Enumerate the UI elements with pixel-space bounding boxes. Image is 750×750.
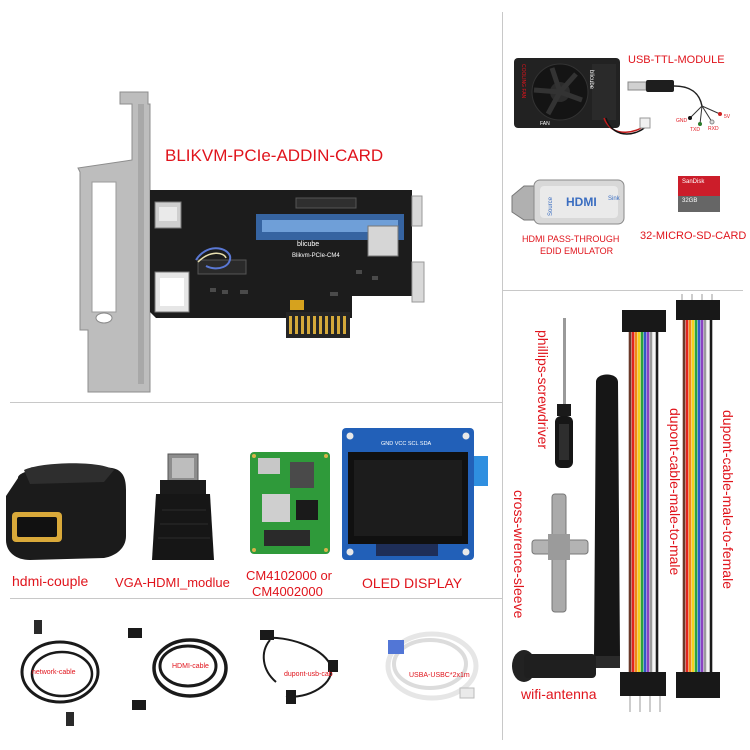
board-model-text: Blikvm-PCIe-CM4 bbox=[292, 253, 340, 259]
dupont-usb-cable-label: dupont-usb-cab bbox=[284, 671, 333, 678]
board-brand-text: blicube bbox=[297, 241, 320, 248]
hdmi-emulator-label-2: EDID EMULATOR bbox=[540, 246, 614, 256]
usb-ttl-pin-rxd: RXD bbox=[708, 126, 719, 132]
hdmi-emulator-right: Sink bbox=[608, 196, 620, 202]
wifi-antenna-label: wifi-antenna bbox=[521, 686, 597, 702]
usb-ttl-label: USB-TTL-MODULE bbox=[628, 54, 725, 66]
sd-card-capacity: 32GB bbox=[682, 198, 698, 204]
oled-label: OLED DISPLAY bbox=[362, 575, 463, 591]
fan-bottom-text: FAN bbox=[540, 121, 550, 127]
left-middle-divider bbox=[10, 402, 502, 403]
usb-ttl-pin-5v: 5V bbox=[724, 114, 731, 120]
network-cable-label: network-cable bbox=[32, 669, 76, 676]
left-bottom-divider bbox=[10, 598, 502, 599]
hdmi-cable-label: HDMI-cable bbox=[172, 663, 209, 670]
usb-ttl-pin-gnd: GND bbox=[676, 118, 688, 124]
usba-usbc-cable-label: USBA-USBC*2x1m bbox=[409, 672, 470, 679]
vga-hdmi-label: VGA-HDMI_modlue bbox=[115, 575, 230, 590]
pcie-card-label: BLIKVM-PCIe-ADDIN-CARD bbox=[165, 146, 384, 165]
hdmi-emulator-brand: HDMI bbox=[566, 195, 597, 209]
hdmi-emulator-label-1: HDMI PASS-THROUGH bbox=[522, 234, 620, 244]
hdmi-couple-label: hdmi-couple bbox=[12, 573, 89, 589]
cm4-label-1: CM4102000 or bbox=[246, 568, 332, 583]
oled-pin-labels: GND VCC SCL SDA bbox=[381, 441, 432, 447]
vertical-divider bbox=[502, 12, 503, 740]
right-top-divider bbox=[503, 290, 743, 291]
cm4-label-2: CM4002000 bbox=[252, 584, 323, 599]
sd-card-label: 32-MICRO-SD-CARD bbox=[640, 230, 747, 242]
usb-ttl-pin-txd: TXD bbox=[690, 127, 700, 133]
sd-card-brand: SanDisk bbox=[682, 179, 705, 185]
